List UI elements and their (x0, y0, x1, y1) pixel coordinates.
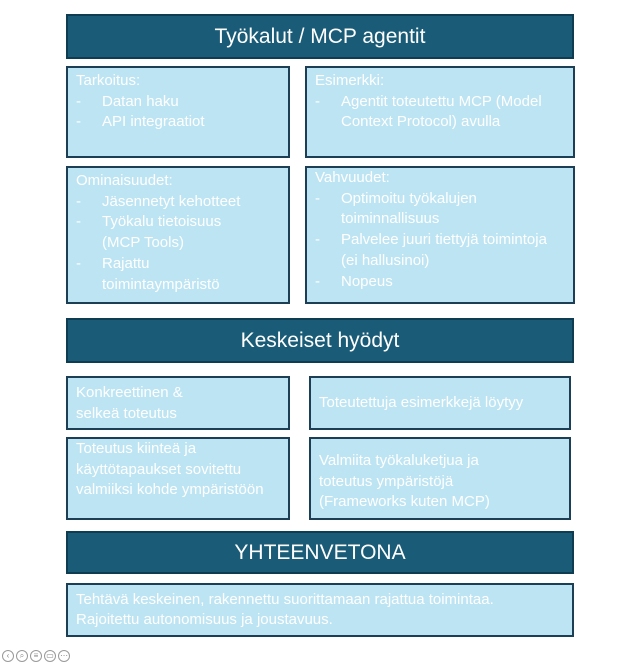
benefit-box: Valmiita työkaluketjua ja toteutus ympär… (309, 437, 571, 520)
section-header-summary: YHTEENVETONA (66, 531, 574, 574)
section-header-summary-text: YHTEENVETONA (234, 540, 406, 564)
features-list: Jäsennetyt kehotteet Työkalu tietoisuus … (76, 192, 280, 296)
strengths-box: Vahvuudet: Optimoitu työkalujen toiminna… (305, 166, 575, 304)
benefit-text: Toteutus kiinteä ja käyttötapaukset sovi… (76, 440, 264, 499)
strengths-item: Nopeus (315, 272, 565, 293)
strengths-item: Optimoitu työkalujen toiminnallisuus (315, 189, 565, 230)
features-item: Rajattu toimintaympäristö (76, 254, 280, 295)
strengths-list: Optimoitu työkalujen toiminnallisuus Pal… (315, 189, 565, 293)
zoom-icon[interactable]: ⌕ (16, 650, 28, 662)
section-header-benefits: Keskeiset hyödyt (66, 318, 574, 363)
example-title: Esimerkki: (315, 72, 385, 89)
features-title: Ominaisuudet: (76, 172, 173, 189)
features-box: Ominaisuudet: Jäsennetyt kehotteet Työka… (66, 166, 290, 304)
example-item: Agentit toteutettu MCP (Model Context Pr… (315, 92, 565, 133)
example-box: Esimerkki: Agentit toteutettu MCP (Model… (305, 66, 575, 158)
summary-line: Rajoitettu autonomisuus ja joustavuus. (76, 611, 333, 628)
slides-icon[interactable]: ▭ (44, 650, 56, 662)
menu-icon[interactable]: ≡ (30, 650, 42, 662)
navigate-back-icon[interactable]: ‹ (2, 650, 14, 662)
strengths-item: Palvelee juuri tiettyjä toimintoja (ei h… (315, 230, 565, 271)
more-icon[interactable]: ⋯ (58, 650, 70, 662)
section-header-tools-text: Työkalut / MCP agentit (214, 24, 426, 48)
purpose-item: Datan haku (76, 92, 280, 113)
benefit-box: Toteutus kiinteä ja käyttötapaukset sovi… (66, 437, 290, 520)
benefit-box: Toteutettuja esimerkkejä löytyy (309, 376, 571, 430)
example-list: Agentit toteutettu MCP (Model Context Pr… (315, 92, 565, 133)
summary-line: Tehtävä keskeinen, rakennettu suorittama… (76, 591, 494, 608)
features-item: Työkalu tietoisuus (MCP Tools) (76, 212, 280, 253)
benefit-text: Konkreettinen & selkeä toteutus (76, 384, 183, 422)
purpose-box: Tarkoitus: Datan haku API integraatiot (66, 66, 290, 158)
purpose-item: API integraatiot (76, 112, 280, 133)
features-item: Jäsennetyt kehotteet (76, 192, 280, 213)
purpose-list: Datan haku API integraatiot (76, 92, 280, 133)
presentation-toolbar: ‹ ⌕ ≡ ▭ ⋯ (2, 649, 70, 663)
purpose-title: Tarkoitus: (76, 72, 141, 89)
strengths-title: Vahvuudet: (315, 169, 390, 186)
summary-box: Tehtävä keskeinen, rakennettu suorittama… (66, 583, 574, 637)
benefit-text: Valmiita työkaluketjua ja toteutus ympär… (319, 452, 490, 511)
benefit-box: Konkreettinen & selkeä toteutus (66, 376, 290, 430)
section-header-tools: Työkalut / MCP agentit (66, 14, 574, 59)
benefit-text: Toteutettuja esimerkkejä löytyy (319, 393, 524, 411)
section-header-benefits-text: Keskeiset hyödyt (240, 328, 400, 352)
